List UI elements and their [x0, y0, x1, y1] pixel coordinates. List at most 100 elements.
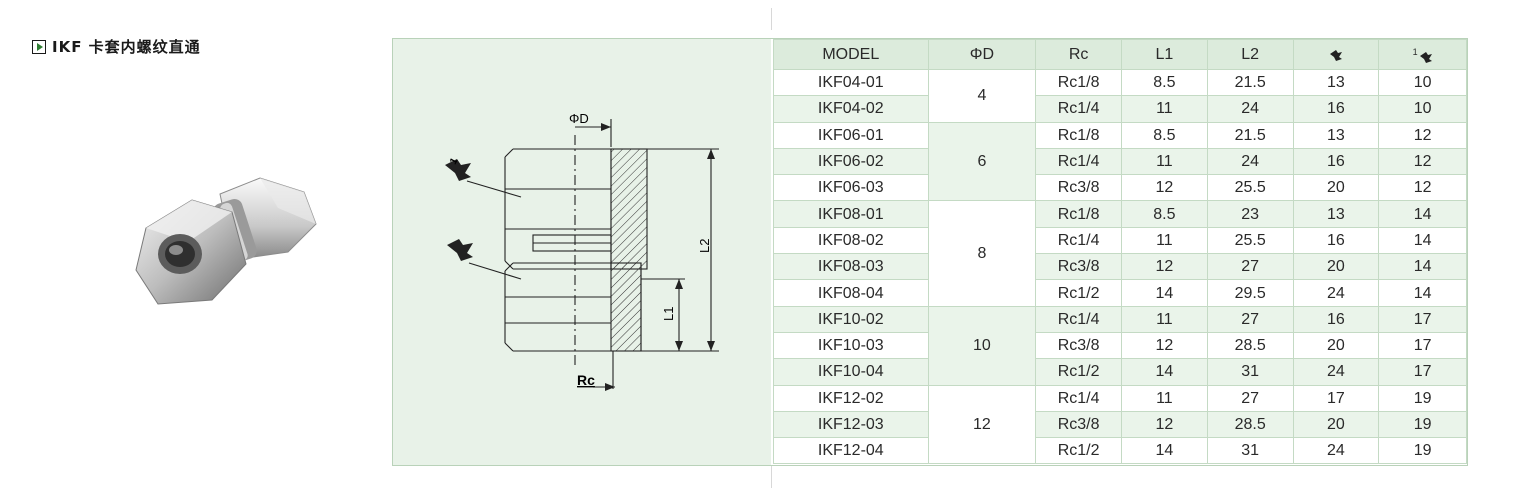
cell-rc: Rc1/4 [1035, 226, 1123, 255]
cell-rc: Rc1/4 [1035, 384, 1123, 412]
cell-wrench: 20 [1292, 331, 1380, 360]
cell-wrench-1: 17 [1378, 358, 1467, 386]
cell-model: IKF10-03 [773, 331, 929, 360]
cell-model: IKF12-03 [773, 410, 929, 439]
wrench-icon [1419, 51, 1432, 63]
cell-wrench-1: 14 [1378, 279, 1467, 307]
cell-wrench-1: 12 [1378, 174, 1467, 202]
l1-dimension-label: L1 [661, 307, 676, 321]
cell-wrench-1: 14 [1378, 226, 1467, 255]
cell-rc: Rc1/2 [1035, 437, 1123, 465]
cell-l1: 12 [1121, 410, 1208, 439]
cell-wrench: 17 [1292, 384, 1380, 412]
cell-wrench-1: 14 [1378, 253, 1467, 281]
cell-l1: 8.5 [1121, 121, 1208, 149]
col-header-model: MODEL [773, 39, 929, 70]
cell-wrench: 13 [1292, 121, 1380, 149]
cell-l2: 25.5 [1206, 174, 1294, 202]
col-header-phi-d: ΦD [927, 39, 1037, 70]
cell-l1: 8.5 [1121, 200, 1208, 228]
cell-rc: Rc3/8 [1035, 331, 1123, 360]
spec-panel: 1 ΦD L2 L1 Rc MODEL ΦD Rc L1 L2 1 [392, 38, 1468, 466]
cell-model: IKF12-02 [773, 384, 929, 412]
cell-wrench-1: 12 [1378, 147, 1467, 176]
cell-l1: 11 [1121, 384, 1208, 412]
cell-l2: 23 [1206, 200, 1294, 228]
cell-l1: 14 [1121, 279, 1208, 307]
cell-rc: Rc1/8 [1035, 200, 1123, 228]
cell-phi-d: 6 [927, 121, 1037, 202]
cell-l2: 28.5 [1206, 410, 1294, 439]
phi-d-dimension-label: ΦD [569, 111, 589, 126]
cell-rc: Rc1/8 [1035, 68, 1123, 97]
wrench-sup: 1 [1412, 47, 1418, 57]
cell-rc: Rc3/8 [1035, 253, 1123, 281]
cell-l2: 21.5 [1206, 68, 1294, 97]
product-photo [135, 177, 317, 305]
cell-wrench-1: 19 [1378, 410, 1467, 439]
cell-wrench: 16 [1292, 226, 1380, 255]
cell-l1: 14 [1121, 358, 1208, 386]
cell-model: IKF10-02 [773, 305, 929, 333]
cell-l2: 29.5 [1206, 279, 1294, 307]
cell-model: IKF04-01 [773, 68, 929, 97]
cell-model: IKF08-04 [773, 279, 929, 307]
cell-rc: Rc1/4 [1035, 95, 1123, 123]
cell-rc: Rc1/2 [1035, 279, 1123, 307]
cell-wrench: 13 [1292, 200, 1380, 228]
cell-model: IKF06-03 [773, 174, 929, 202]
cell-l1: 11 [1121, 305, 1208, 333]
play-icon [32, 39, 46, 54]
cell-wrench: 20 [1292, 174, 1380, 202]
col-header-l1: L1 [1121, 39, 1208, 70]
cell-l1: 14 [1121, 437, 1208, 465]
cell-wrench-1: 19 [1378, 384, 1467, 412]
cell-rc: Rc3/8 [1035, 410, 1123, 439]
cell-l2: 24 [1206, 147, 1294, 176]
cell-wrench: 13 [1292, 68, 1380, 97]
cell-l1: 8.5 [1121, 68, 1208, 97]
cell-l2: 31 [1206, 358, 1294, 386]
cell-phi-d: 10 [927, 305, 1037, 386]
cell-l1: 12 [1121, 253, 1208, 281]
cell-model: IKF08-02 [773, 226, 929, 255]
cell-l2: 25.5 [1206, 226, 1294, 255]
page-title-text: IKF 卡套内螺纹直通 [52, 38, 201, 56]
cell-wrench: 24 [1292, 358, 1380, 386]
rc-dimension-label: Rc [577, 372, 595, 388]
cell-l1: 12 [1121, 174, 1208, 202]
cell-l2: 24 [1206, 95, 1294, 123]
cell-model: IKF06-01 [773, 121, 929, 149]
col-header-l2: L2 [1206, 39, 1294, 70]
cell-l2: 21.5 [1206, 121, 1294, 149]
divider [771, 466, 772, 488]
cell-wrench-1: 14 [1378, 200, 1467, 228]
divider [771, 8, 772, 30]
cell-wrench-1: 19 [1378, 437, 1467, 465]
col-header-rc: Rc [1035, 39, 1123, 70]
cell-wrench-1: 10 [1378, 68, 1467, 97]
cell-wrench-1: 10 [1378, 95, 1467, 123]
cell-wrench: 24 [1292, 437, 1380, 465]
cell-rc: Rc1/4 [1035, 147, 1123, 176]
cell-rc: Rc1/2 [1035, 358, 1123, 386]
technical-drawing: 1 ΦD L2 L1 Rc [393, 39, 771, 465]
page-title: IKF 卡套内螺纹直通 [32, 36, 201, 57]
cell-model: IKF08-03 [773, 253, 929, 281]
cell-wrench: 24 [1292, 279, 1380, 307]
cell-l2: 27 [1206, 384, 1294, 412]
cell-phi-d: 8 [927, 200, 1037, 307]
cell-wrench: 16 [1292, 147, 1380, 176]
cell-model: IKF08-01 [773, 200, 929, 228]
